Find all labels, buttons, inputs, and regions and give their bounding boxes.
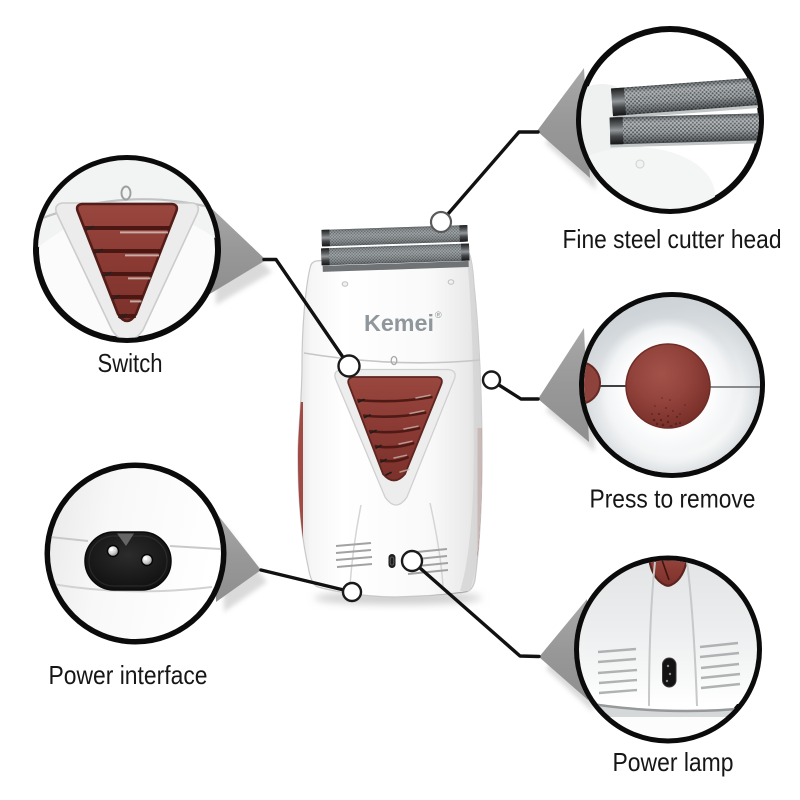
svg-text:Fine steel cutter head: Fine steel cutter head [563, 224, 782, 254]
svg-text:Kemei: Kemei [364, 310, 434, 336]
svg-text:Power interface: Power interface [49, 660, 208, 690]
svg-text:Press to remove: Press to remove [590, 484, 756, 514]
svg-text:®: ® [435, 310, 442, 320]
svg-text:Power lamp: Power lamp [613, 747, 734, 777]
svg-text:Switch: Switch [98, 348, 163, 378]
